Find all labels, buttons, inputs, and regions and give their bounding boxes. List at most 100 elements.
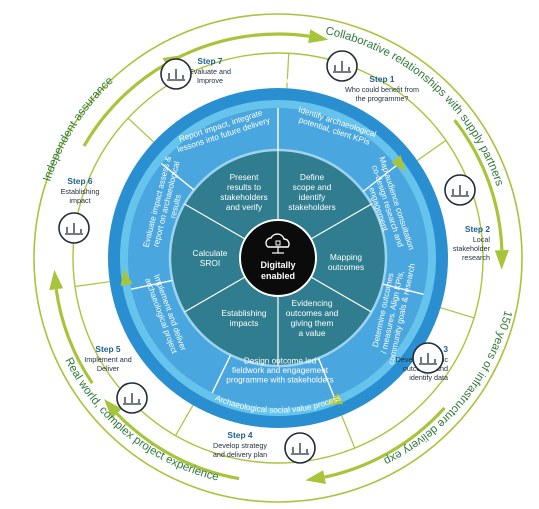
hand-coin-icon	[116, 382, 148, 414]
step-desc-line: Improve	[197, 76, 223, 85]
segment-divider	[382, 283, 424, 295]
core-label-line1: Digitally	[260, 260, 295, 270]
step-divider	[440, 307, 475, 319]
evaluate-people-icon	[160, 58, 192, 90]
step-dividers	[74, 53, 475, 449]
balance-scale-icon	[444, 174, 476, 206]
step-desc-line: Establishing	[61, 187, 100, 196]
inner-sector-text-line: Mapping	[330, 252, 362, 262]
inner-sector-text-line: impacts	[230, 318, 259, 328]
people-group-icon	[326, 50, 358, 82]
step-divider	[174, 404, 194, 436]
step-divider	[74, 281, 110, 288]
inner-sector-text-line: Present	[230, 172, 260, 182]
inner-sector-text-line: results to	[227, 182, 261, 192]
cycle-arrows	[49, 29, 509, 484]
cycle-arrow	[172, 32, 310, 62]
segment-text-line: Design outcome led	[244, 357, 317, 366]
step-divider	[127, 117, 155, 143]
band-arrowhead	[391, 155, 406, 172]
inner-sector-text-line: Calculate	[193, 248, 228, 258]
step-desc-line: identify data	[409, 373, 448, 382]
core-label-line2: enabled	[261, 271, 295, 281]
inner-sector-text-line: outcomes and	[286, 308, 339, 318]
segment-dividers	[131, 108, 424, 398]
step-desc-line: the programme?	[356, 94, 409, 103]
band-arrowhead	[120, 268, 133, 286]
cycle-arrow	[82, 62, 167, 147]
cycle-arrowhead	[103, 398, 122, 419]
inner-sector-text-line: and verify	[226, 202, 263, 212]
cloud-network-icon	[265, 233, 290, 254]
step-divider	[341, 415, 356, 449]
segment-divider	[317, 357, 335, 398]
segment-divider	[362, 165, 397, 193]
inner-sector-text-line: Define	[300, 172, 325, 182]
inner-divider	[310, 276, 372, 313]
inner-divider	[184, 203, 246, 240]
cycle-arrowhead	[308, 29, 329, 44]
step-desc-line: Who could benefit from	[345, 85, 419, 94]
inner-sector-text-line: scope and	[293, 182, 332, 192]
step-desc-line: Implement and	[84, 355, 132, 364]
step-desc-line: Local	[473, 235, 491, 244]
segment-text-line: fieldwork and engagement	[232, 366, 329, 375]
step-desc-line: research	[462, 253, 490, 262]
cycle-arrow	[453, 119, 504, 251]
step-title: Step 5	[95, 344, 120, 354]
inner-divider	[310, 203, 372, 240]
step-title: Step 1	[369, 74, 394, 84]
cycle-arrow	[54, 288, 94, 385]
cycle-arrowhead	[494, 249, 509, 270]
step-title: Step 7	[197, 56, 222, 66]
cycle-arrow	[324, 406, 446, 479]
step-title: Step 4	[227, 430, 252, 440]
step-divider	[416, 139, 447, 161]
core-circle	[239, 219, 317, 297]
step-desc-line: stakeholder	[453, 244, 491, 253]
inner-sector-text-line: stakeholders	[288, 202, 336, 212]
step-desc-line: Develop strategy	[213, 441, 267, 450]
network-nodes-icon	[412, 342, 444, 374]
cycle-arrowhead	[49, 269, 64, 291]
inner-sector-text-line: SROI	[200, 258, 220, 268]
inner-sector-text-line: a value	[298, 328, 325, 338]
cycle-arrow	[115, 412, 240, 481]
step-desc-line: and delivery plan	[213, 450, 267, 459]
step-desc-line: Evaluate and	[189, 67, 231, 76]
meeting-table-icon	[284, 432, 316, 464]
step-title: Step 2	[465, 224, 490, 234]
step-divider	[286, 53, 290, 89]
segment-divider	[131, 279, 173, 290]
inner-sector-text-line: giving them	[291, 318, 334, 328]
inner-dividers	[184, 150, 372, 366]
cycle-arrowhead	[305, 470, 327, 484]
inner-sector-text-line: Evidencing	[292, 298, 333, 308]
segment-divider	[211, 354, 232, 394]
band-arrowhead	[325, 393, 344, 405]
step-title: Step 6	[67, 176, 92, 186]
segment-divider	[160, 163, 195, 191]
segment-text-line: programme with stakeholders	[226, 376, 333, 385]
inner-sector-text-line: outcomes	[328, 262, 364, 272]
inner-sector-text-line: stakeholders	[220, 192, 268, 202]
inner-sector-text-line: identify	[299, 192, 326, 202]
